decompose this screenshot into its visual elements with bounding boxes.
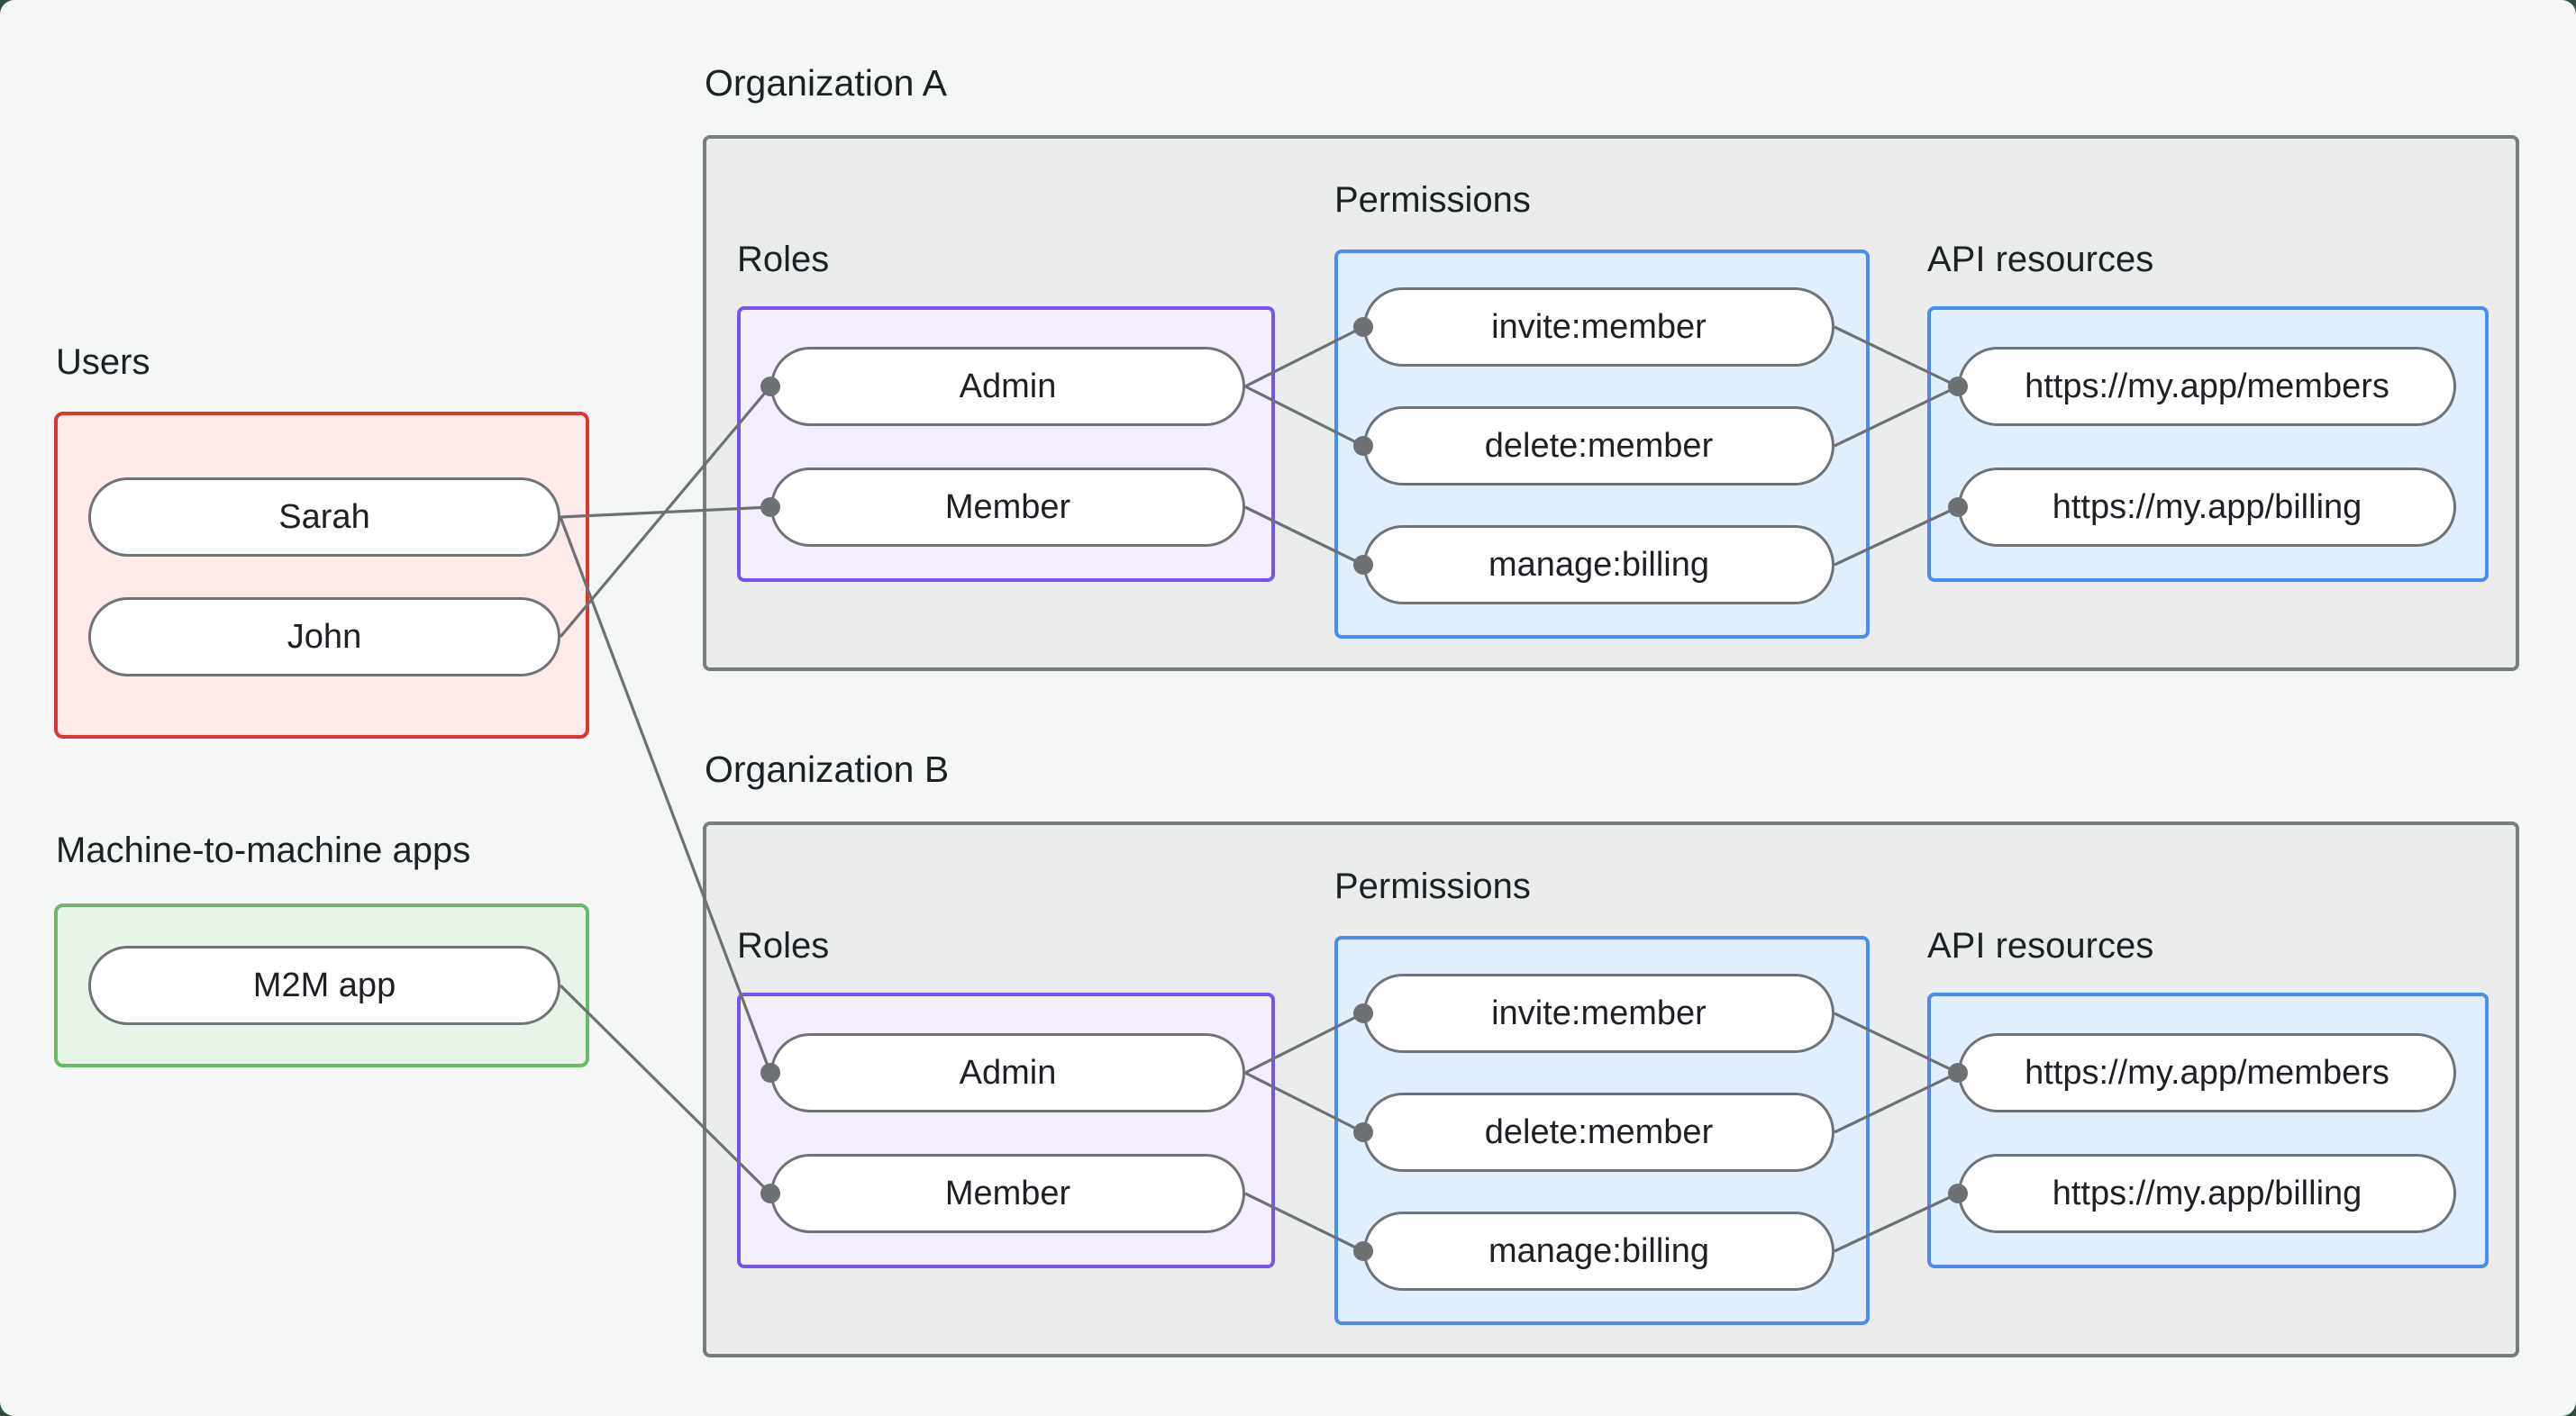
- users-group-label: Users: [56, 342, 150, 382]
- node-org-a-role-member: Member: [770, 467, 1245, 547]
- node-org-b-api-members: https://my.app/members: [1958, 1033, 2456, 1112]
- node-user-john: John: [88, 597, 560, 676]
- org-b-permissions-label: Permissions: [1334, 867, 1531, 906]
- org-a-roles-label: Roles: [737, 240, 830, 279]
- node-org-b-perm-delete: delete:member: [1363, 1093, 1834, 1172]
- org-b-roles-label: Roles: [737, 926, 830, 966]
- node-org-b-role-member: Member: [770, 1154, 1245, 1233]
- node-org-b-perm-invite: invite:member: [1363, 974, 1834, 1053]
- node-m2m-app: M2M app: [88, 946, 560, 1025]
- org-a-api-label: API resources: [1927, 240, 2154, 279]
- node-user-sarah: Sarah: [88, 477, 560, 557]
- org-b-title: Organization B: [705, 749, 950, 790]
- org-a-title: Organization A: [705, 62, 947, 104]
- node-org-a-perm-manage: manage:billing: [1363, 525, 1834, 604]
- node-org-a-api-billing: https://my.app/billing: [1958, 467, 2456, 547]
- org-a-permissions-label: Permissions: [1334, 180, 1531, 220]
- m2m-group-label: Machine-to-machine apps: [56, 831, 471, 870]
- node-org-a-role-admin: Admin: [770, 347, 1245, 426]
- node-org-b-role-admin: Admin: [770, 1033, 1245, 1112]
- node-org-a-perm-delete: delete:member: [1363, 406, 1834, 486]
- org-b-api-label: API resources: [1927, 926, 2154, 966]
- node-org-b-api-billing: https://my.app/billing: [1958, 1154, 2456, 1233]
- node-org-a-api-members: https://my.app/members: [1958, 347, 2456, 426]
- node-org-b-perm-manage: manage:billing: [1363, 1212, 1834, 1291]
- node-org-a-perm-invite: invite:member: [1363, 287, 1834, 367]
- users-group-box: [54, 412, 589, 739]
